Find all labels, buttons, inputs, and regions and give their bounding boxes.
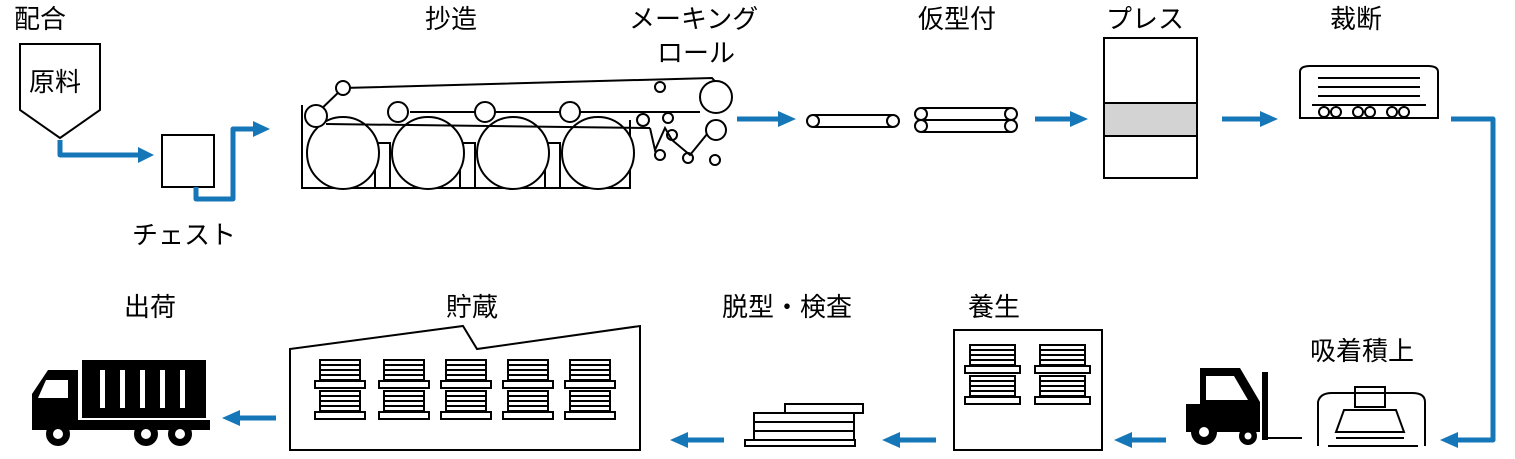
label-mixing: 配合 [14,5,66,35]
pallet-stack [564,359,616,420]
storage-warehouse [289,324,641,451]
pallet-stack [502,359,554,420]
raw-material-hopper: 原料 [19,43,101,140]
flow-arrows-row2 [222,410,1166,448]
pallet-stack [314,359,366,420]
suction-stacking-machine [1317,386,1426,447]
flow-arrows-row1 [57,111,1496,448]
chest-tank [161,134,215,188]
label-cutting: 裁断 [1330,5,1382,35]
press-machine [1103,37,1198,179]
curing-rack [953,329,1103,451]
label-making-roll-line2: ロール [657,39,735,69]
label-making-roll-line1: メーキング [629,5,758,35]
label-temporary-forming: 仮型付 [918,5,996,35]
label-papermaking: 抄造 [425,5,477,35]
pallet-stack [378,359,430,420]
label-press: プレス [1106,5,1184,35]
pallet-stack [964,344,1021,405]
label-suction-stacking: 吸着積上 [1310,337,1414,367]
transfer-conveyor [806,114,900,128]
pallet-stack [440,359,492,420]
temporary-forming-conveyor [914,107,1018,133]
forklift-icon [1186,368,1302,445]
papermaking-machine [301,76,733,190]
pallet-stack [1034,344,1091,405]
label-curing: 養生 [968,293,1020,323]
label-storage: 貯蔵 [446,293,498,323]
label-chest: チェスト [132,221,236,251]
label-demolding-inspection: 脱型・検査 [722,293,852,323]
label-raw-material: 原料 [29,68,81,98]
demolded-board-stack [744,403,864,447]
label-shipping: 出荷 [124,293,176,323]
truck-icon [32,360,210,446]
cutting-machine [1299,65,1439,119]
